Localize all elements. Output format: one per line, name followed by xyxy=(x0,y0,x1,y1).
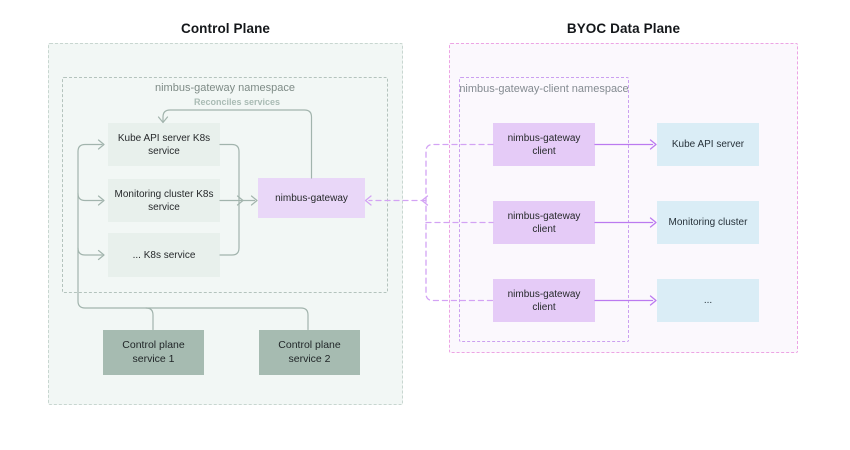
namespace-title-right: nimbus-gateway-client namespace xyxy=(459,83,629,95)
node-nimbus-gateway-client-2: nimbus-gateway client xyxy=(493,201,595,244)
byoc-data-plane-title: BYOC Data Plane xyxy=(566,21,681,36)
node-ellipsis-target: ... xyxy=(657,279,759,322)
node-nimbus-gateway-client-3: nimbus-gateway client xyxy=(493,279,595,322)
node-kube-api-server: Kube API server xyxy=(657,123,759,166)
node-monitoring-cluster-k8s-service: Monitoring cluster K8s service xyxy=(108,179,220,222)
node-ellipsis-k8s-service: ... K8s service xyxy=(108,233,220,277)
node-nimbus-gateway-client-1: nimbus-gateway client xyxy=(493,123,595,166)
node-control-plane-service-1: Control plane service 1 xyxy=(103,330,204,375)
namespace-title-left: nimbus-gateway namespace xyxy=(154,82,296,94)
node-kube-api-server-k8s-service: Kube API server K8s service xyxy=(108,123,220,166)
reconciles-services-label: Reconciles services xyxy=(193,97,281,107)
control-plane-title: Control Plane xyxy=(180,21,271,36)
node-monitoring-cluster: Monitoring cluster xyxy=(657,201,759,244)
node-control-plane-service-2: Control plane service 2 xyxy=(259,330,360,375)
node-nimbus-gateway: nimbus-gateway xyxy=(258,178,365,218)
